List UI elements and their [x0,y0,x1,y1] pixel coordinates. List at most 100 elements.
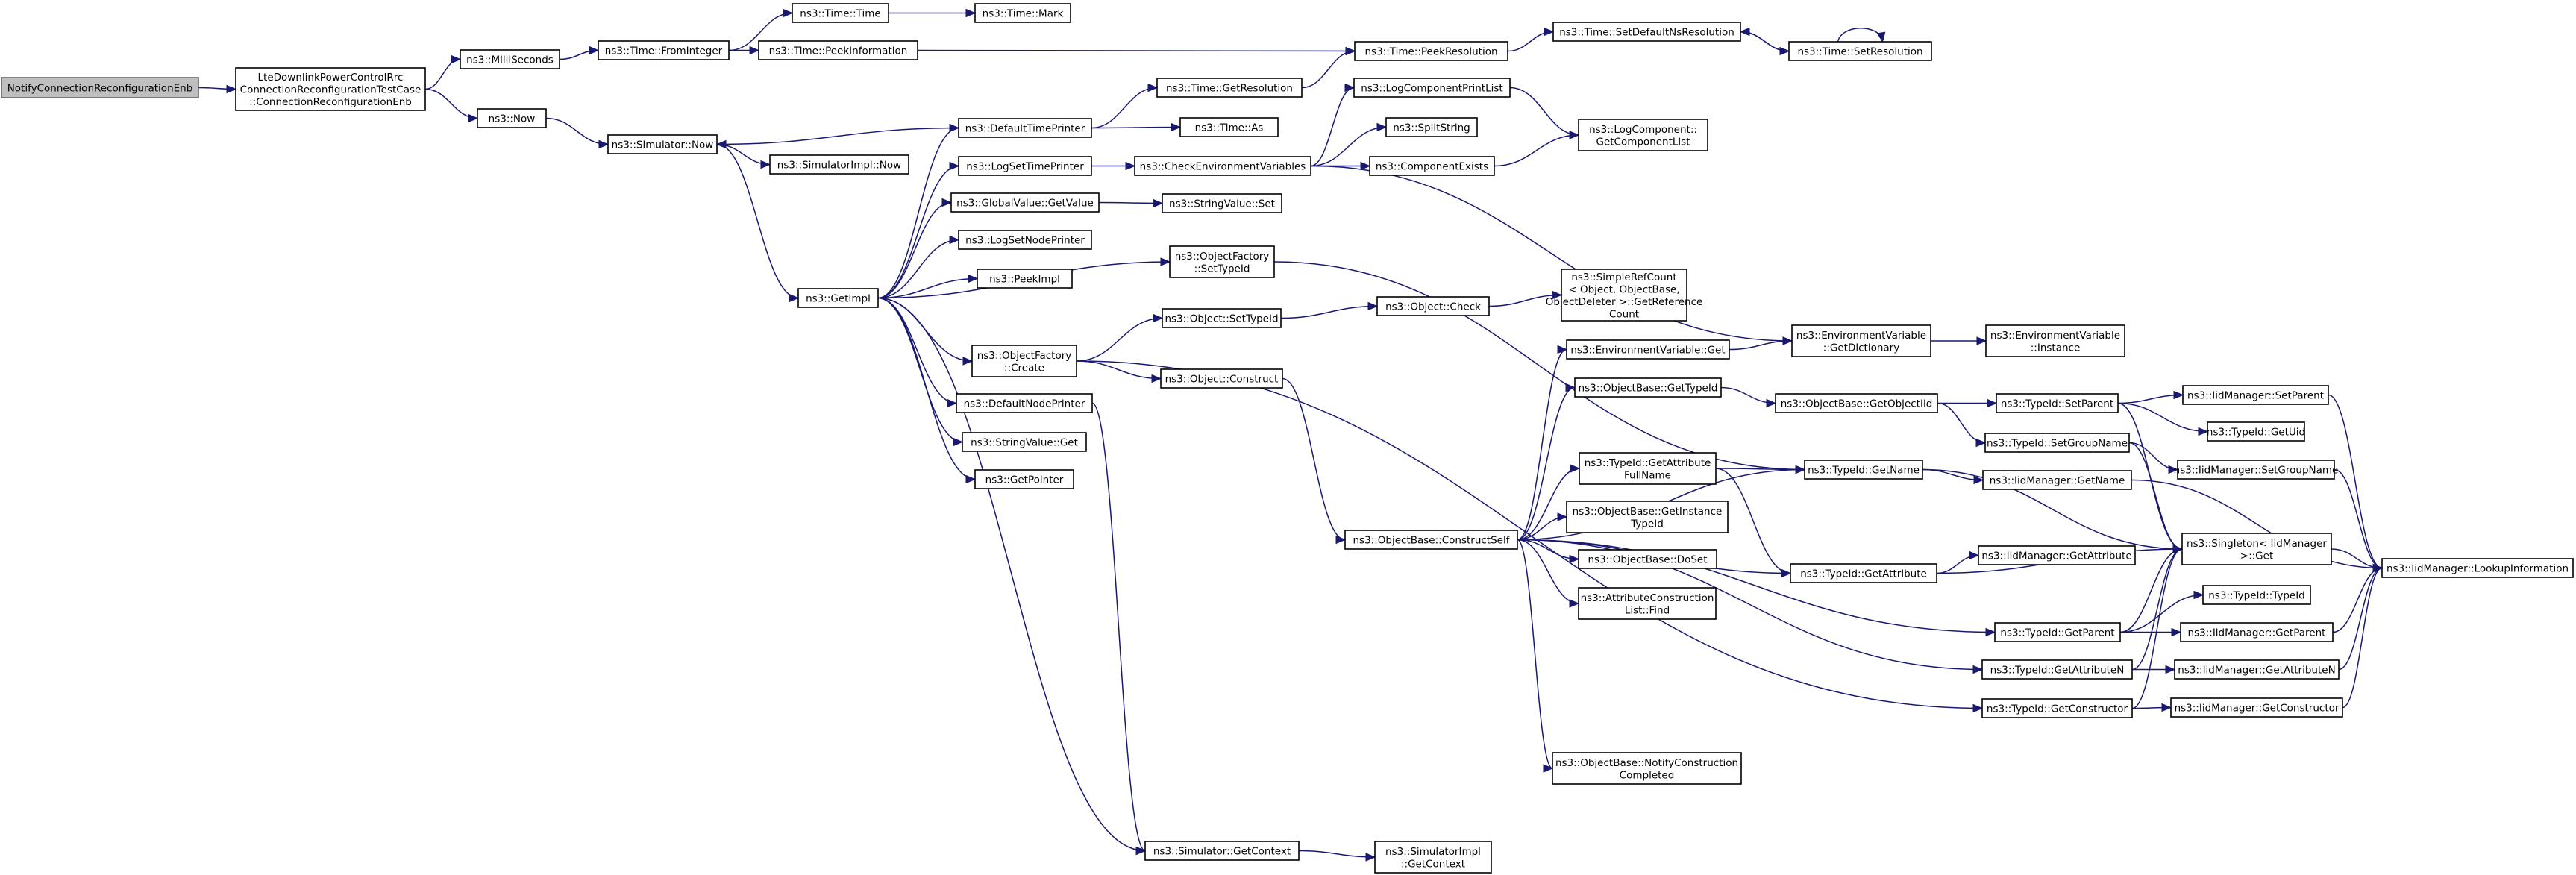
node-box [1788,41,1932,61]
function-node[interactable]: ns3::ObjectBase::ConstructSelf [1344,530,1518,550]
function-node[interactable]: ns3::IidManager::GetParent [2180,622,2334,642]
node-label: ns3::IidManager::LookupInformation [2387,563,2569,575]
function-node[interactable]: ns3::EnvironmentVariable::Get [1566,339,1730,360]
function-node[interactable]: ns3::TypeId::GetName [1804,460,1923,480]
node-box [1144,841,1300,861]
function-node[interactable]: ns3::DefaultTimePrinter [958,118,1092,138]
function-node[interactable]: ns3::Simulator::Now [607,134,718,154]
function-node[interactable]: ns3::Now [477,108,547,128]
function-node[interactable]: ns3::IidManager::SetGroupName [2174,460,2339,480]
call-edge [877,297,977,484]
function-node[interactable]: ns3::GlobalValue::GetValue [950,192,1100,213]
edge-line [2131,548,2183,709]
function-node[interactable]: ns3::StringValue::Get [962,432,1087,452]
function-node[interactable]: ns3::ObjectBase::GetObjectIid [1775,393,1938,413]
node-label: ns3::TypeId::GetConstructor [1987,703,2128,715]
function-node[interactable]: ns3::Time::SetResolution [1788,41,1932,61]
function-node[interactable]: ns3::EnvironmentVariable::GetDictionary [1791,324,1931,357]
function-node[interactable]: ns3::EnvironmentVariable::Instance [1985,324,2125,357]
node-label: ns3::Time::PeekInformation [769,46,908,57]
function-node[interactable]: ns3::Time::Time [792,3,889,23]
function-node[interactable]: ns3::LogSetTimePrinter [958,156,1092,176]
function-node[interactable]: ns3::Object::Check [1376,296,1490,316]
function-node[interactable]: ns3::LogComponent::GetComponentList [1578,119,1708,151]
function-node[interactable]: ns3::Time::GetResolution [1156,78,1303,98]
function-node[interactable]: ns3::CheckEnvironmentVariables [1134,156,1311,176]
node-box [2180,622,2334,642]
node-label: ns3::SplitString [1393,122,1470,134]
function-node[interactable]: ns3::LogComponentPrintList [1353,78,1511,98]
function-node[interactable]: ns3::DefaultNodePrinter [956,393,1093,413]
function-node[interactable]: ns3::ComponentExists [1369,156,1495,176]
function-node[interactable]: ns3::GetPointer [974,469,1074,489]
node-label: ns3::AttributeConstruction [1581,592,1714,604]
function-node[interactable]: ns3::Time::PeekResolution [1354,41,1508,61]
function-node[interactable]: ns3::Time::Mark [974,3,1071,23]
function-node[interactable]: LteDownlinkPowerControlRrcConnectionReco… [235,67,426,111]
node-box [1996,393,2119,413]
node-label: ns3::MilliSeconds [466,54,554,66]
node-label: ns3::ObjectFactory [977,350,1072,362]
arrowhead [953,437,964,447]
node-label: ns3::TypeId::GetAttributeN [1990,665,2125,677]
function-node[interactable]: ns3::TypeId::GetUid [2207,421,2305,442]
function-node[interactable]: ns3::TypeId::SetGroupName [1984,433,2130,453]
function-node[interactable]: ns3::ObjectFactory::SetTypeId [1169,245,1275,278]
call-edge [917,46,1356,56]
arrowhead [949,161,960,171]
call-edge [1298,850,1376,862]
root-node[interactable]: NotifyConnectionReconfigurationEnb [1,77,199,98]
function-node[interactable]: ns3::Singleton< IidManager >::Get [2181,533,2332,565]
node-box [1579,452,1717,485]
function-node[interactable]: ns3::Time::As [1179,117,1279,137]
function-node[interactable]: ns3::IidManager::GetName [1982,470,2132,490]
function-node[interactable]: ns3::GetImpl [797,288,879,308]
function-node[interactable]: ns3::IidManager::GetConstructor [2170,697,2343,718]
function-node[interactable]: ns3::TypeId::TypeId [2202,585,2311,605]
edge-line [877,201,952,299]
node-box [1578,549,1717,569]
function-node[interactable]: ns3::Time::SetDefaultNsResolution [1552,22,1741,42]
edge-line [1488,294,1562,307]
node-label: ns3::TypeId::GetAttribute [1800,568,1927,580]
function-node[interactable]: ns3::IidManager::GetAttribute [1978,545,2136,565]
function-node[interactable]: ns3::TypeId::SetParent [1996,393,2119,413]
edge-line [1517,539,1996,633]
function-node[interactable]: ns3::IidManager::GetAttributeN [2174,659,2340,680]
call-edge [1739,27,1790,52]
function-node[interactable]: ns3::ObjectBase::NotifyConstructionCompl… [1552,752,1742,785]
function-node[interactable]: ns3::TypeId::GetAttributeN [1981,659,2133,680]
function-node[interactable]: ns3::Object::SetTypeId [1162,308,1282,328]
node-box [1985,324,2125,357]
node-box [1134,156,1311,176]
function-node[interactable]: ns3::TypeId::GetAttribute [1790,563,1937,583]
arrowhead [1972,665,1984,674]
function-node[interactable]: ns3::PeekImpl [977,269,1073,289]
edge-line [1091,402,1146,852]
function-node[interactable]: ns3::StringValue::Set [1162,193,1282,213]
function-node[interactable]: ns3::Time::FromInteger [598,40,730,60]
function-node[interactable]: ns3::SplitString [1385,117,1478,137]
function-node[interactable]: ns3::IidManager::LookupInformation [2381,558,2574,578]
function-node[interactable]: ns3::ObjectBase::DoSet [1578,549,1717,569]
function-node[interactable]: ns3::TypeId::GetParent [1994,622,2121,642]
arrowhead [947,398,958,408]
function-node[interactable]: ns3::Time::PeekInformation [758,40,918,60]
function-node[interactable]: ns3::TypeId::GetConstructor [1981,698,2133,718]
function-node[interactable]: ns3::SimulatorImpl::Now [769,154,909,175]
node-box [958,156,1092,176]
node-label: ns3::Object::Construct [1165,374,1279,386]
function-node[interactable]: ns3::ObjectBase::GetTypeId [1574,377,1722,398]
function-node[interactable]: ns3::Object::Construct [1160,368,1283,389]
function-node[interactable]: ns3::LogSetNodePrinter [958,230,1092,250]
function-node[interactable]: ns3::Simulator::GetContext [1144,841,1300,861]
function-node[interactable]: ns3::IidManager::SetParent [2182,385,2329,405]
function-node[interactable]: ns3::MilliSeconds [460,49,560,69]
node-label: ns3::TypeId::GetParent [2000,627,2114,639]
function-node[interactable]: ns3::SimulatorImpl::GetContext [1374,841,1492,874]
function-node[interactable]: ns3::SimpleRefCount< Object, ObjectBase,… [1546,269,1703,322]
function-node[interactable]: ns3::ObjectFactory::Create [971,345,1077,377]
